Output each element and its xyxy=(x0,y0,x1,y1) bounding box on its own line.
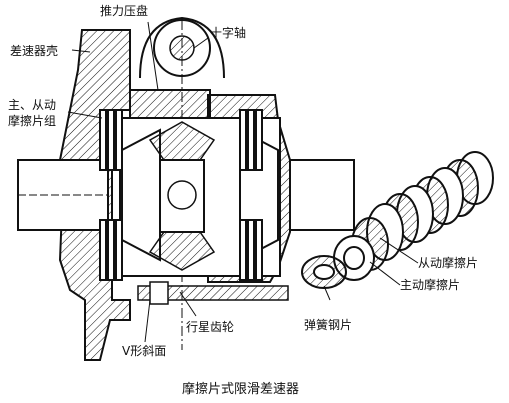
right-shaft xyxy=(289,159,355,231)
label-clutch-group-2: 摩擦片组 xyxy=(8,114,57,128)
clutch-stack-left xyxy=(99,109,123,281)
label-thrust-plate: 推力压盘 xyxy=(100,4,149,18)
label-spring-plate: 弹簧钢片 xyxy=(304,318,353,332)
label-driven-disc: 从动摩擦片 xyxy=(418,256,479,270)
label-planet-gear: 行星齿轮 xyxy=(186,320,235,334)
bottom-planet-gear xyxy=(148,231,216,271)
left-side-gear xyxy=(121,128,161,262)
label-drive-disc: 主动摩擦片 xyxy=(400,278,461,292)
exploded-discs xyxy=(301,151,494,289)
bottom-pin xyxy=(137,285,289,301)
thrust-plate xyxy=(129,89,211,119)
clutch-stack-right xyxy=(239,109,263,281)
label-v-ramp: V形斜面 xyxy=(122,344,167,358)
label-clutch-group-1: 主、从动 xyxy=(8,98,57,112)
label-diff-case: 差速器壳 xyxy=(10,44,59,58)
label-cross-shaft: 十字轴 xyxy=(210,26,247,40)
figure-caption: 摩擦片式限滑差速器 xyxy=(182,382,300,397)
top-planet-gear xyxy=(148,121,216,161)
